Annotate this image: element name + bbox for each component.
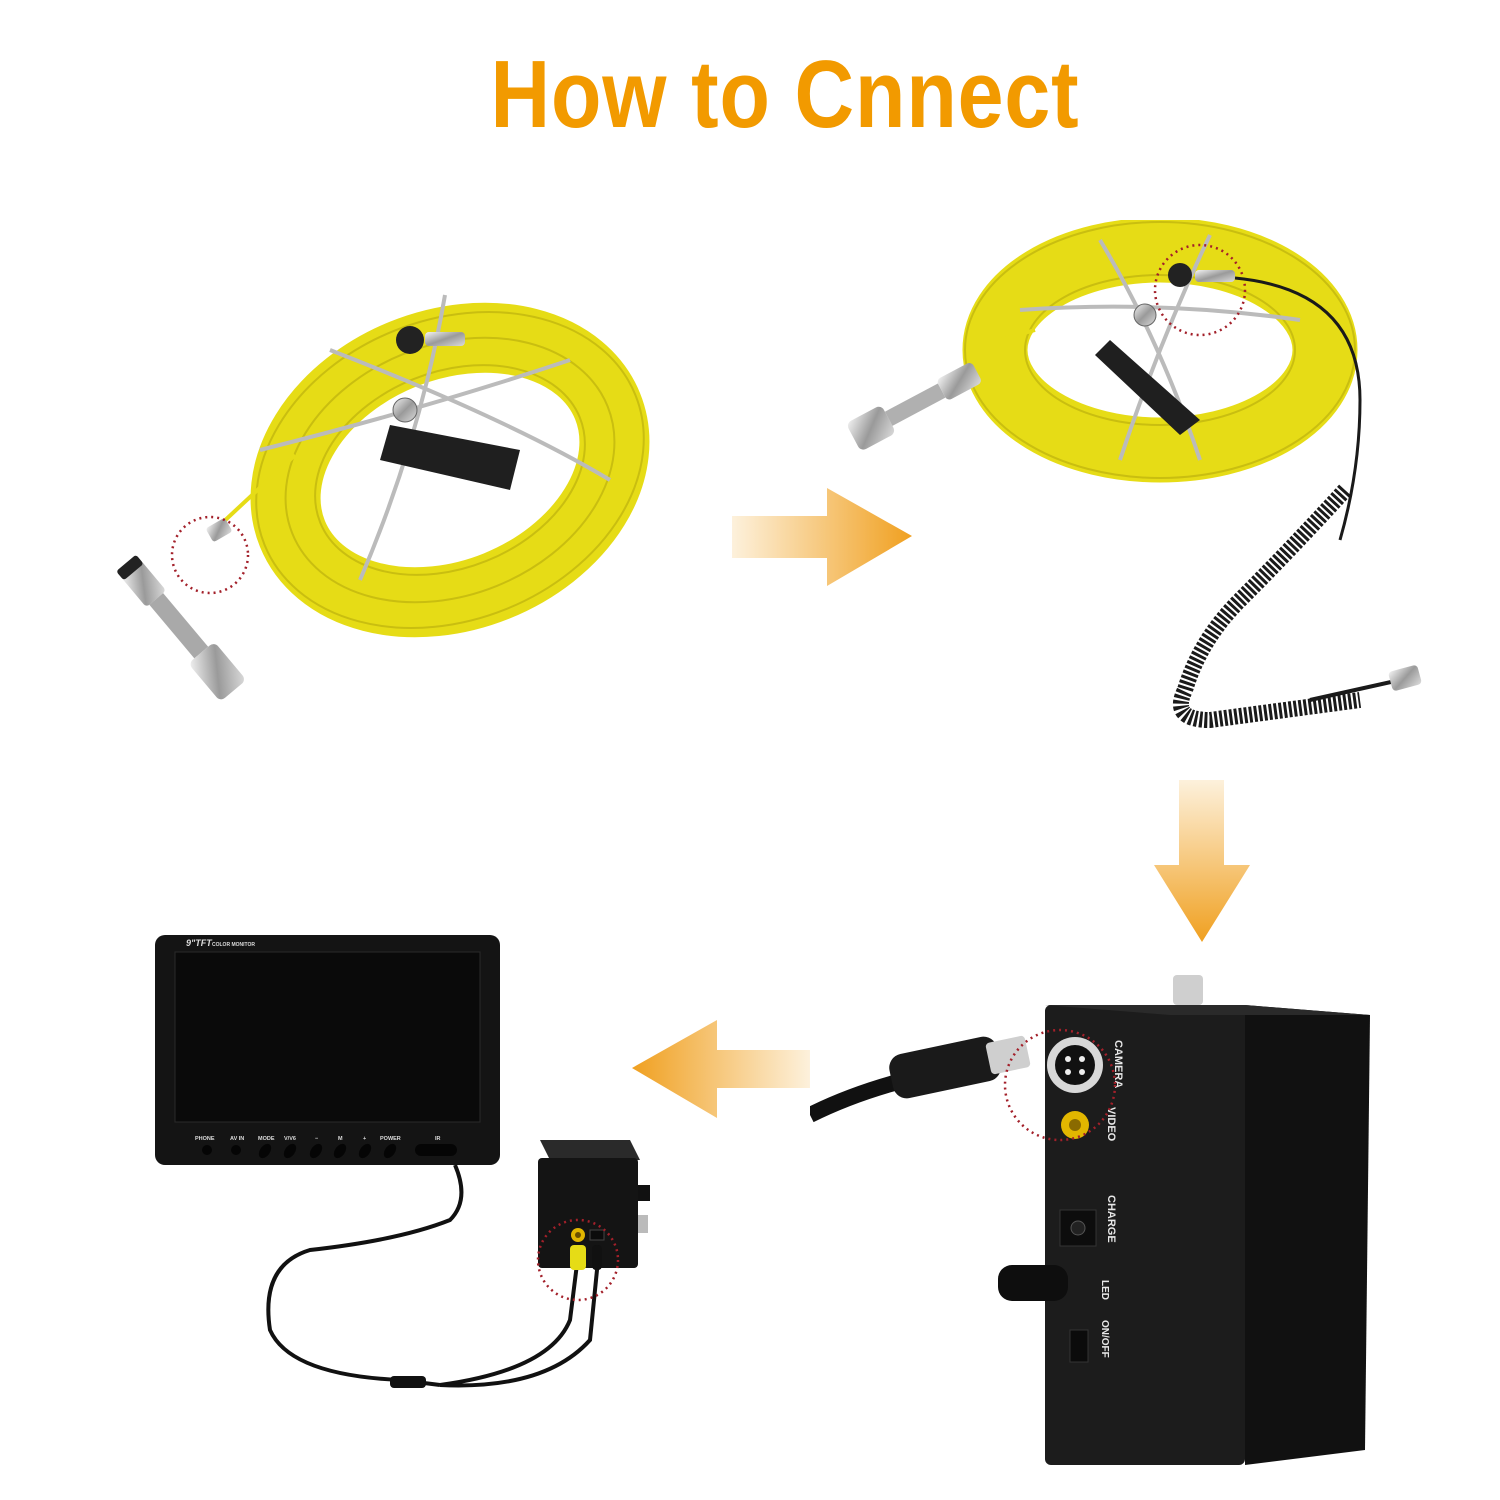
mode-button[interactable] (256, 1142, 273, 1161)
phone-jack-icon (202, 1145, 212, 1155)
plus-button[interactable] (356, 1142, 373, 1161)
small-control-box-icon (536, 1140, 650, 1302)
highlight-circle (536, 1218, 620, 1302)
page-title: How to Cnnect (490, 41, 1080, 148)
arrow-right-icon (732, 488, 917, 588)
monitor-label-plus: + (363, 1136, 366, 1142)
port-label-charge: CHARGE (1105, 1195, 1117, 1243)
port-label-led: LED (1099, 1280, 1110, 1300)
port-label-camera: CAMERA (1112, 1040, 1124, 1088)
camera-head-icon (847, 362, 981, 450)
step-3-control-box: CAMERA VIDEO CHARGE LED ON/OFF (810, 975, 1380, 1475)
step-4-monitor: 9"TFT COLOR MONITOR PHONE AV IN MODE V/V… (150, 930, 680, 1480)
monitor-label-avin: AV IN (230, 1136, 244, 1142)
camera-head-icon (117, 555, 244, 700)
coiled-cable-icon (1172, 276, 1422, 729)
port-label-video: VIDEO (1105, 1107, 1117, 1142)
cable-reel-icon (962, 220, 1358, 483)
vv6-button[interactable] (281, 1142, 298, 1161)
minus-button[interactable] (307, 1142, 324, 1161)
avin-jack-icon (231, 1145, 241, 1155)
step-2-camera-reel-connected (840, 220, 1440, 740)
monitor-brand-label: 9"TFT (186, 938, 213, 948)
ir-sensor-icon (415, 1144, 457, 1156)
highlight-circle (1003, 1028, 1117, 1142)
monitor-label-m: M (338, 1136, 343, 1142)
port-label-onoff: ON/OFF (1099, 1320, 1110, 1358)
arrow-down-icon (1152, 780, 1252, 945)
cable-reel-icon (250, 294, 650, 638)
monitor-label-mode: MODE (258, 1136, 275, 1142)
step-1-camera-reel (90, 290, 650, 730)
monitor-label-vv6: V/V6 (284, 1136, 296, 1142)
monitor-label-ir: IR (435, 1136, 441, 1142)
arrow-left-icon (632, 1020, 812, 1120)
highlight-circle (170, 515, 250, 595)
monitor-label-phone: PHONE (195, 1136, 215, 1142)
monitor-label-power: POWER (380, 1136, 401, 1142)
monitor-brand-sub: COLOR MONITOR (212, 942, 255, 948)
m-button[interactable] (331, 1142, 348, 1161)
monitor-label-minus: − (315, 1136, 318, 1142)
highlight-circle (1153, 243, 1247, 337)
power-button[interactable] (381, 1142, 398, 1161)
